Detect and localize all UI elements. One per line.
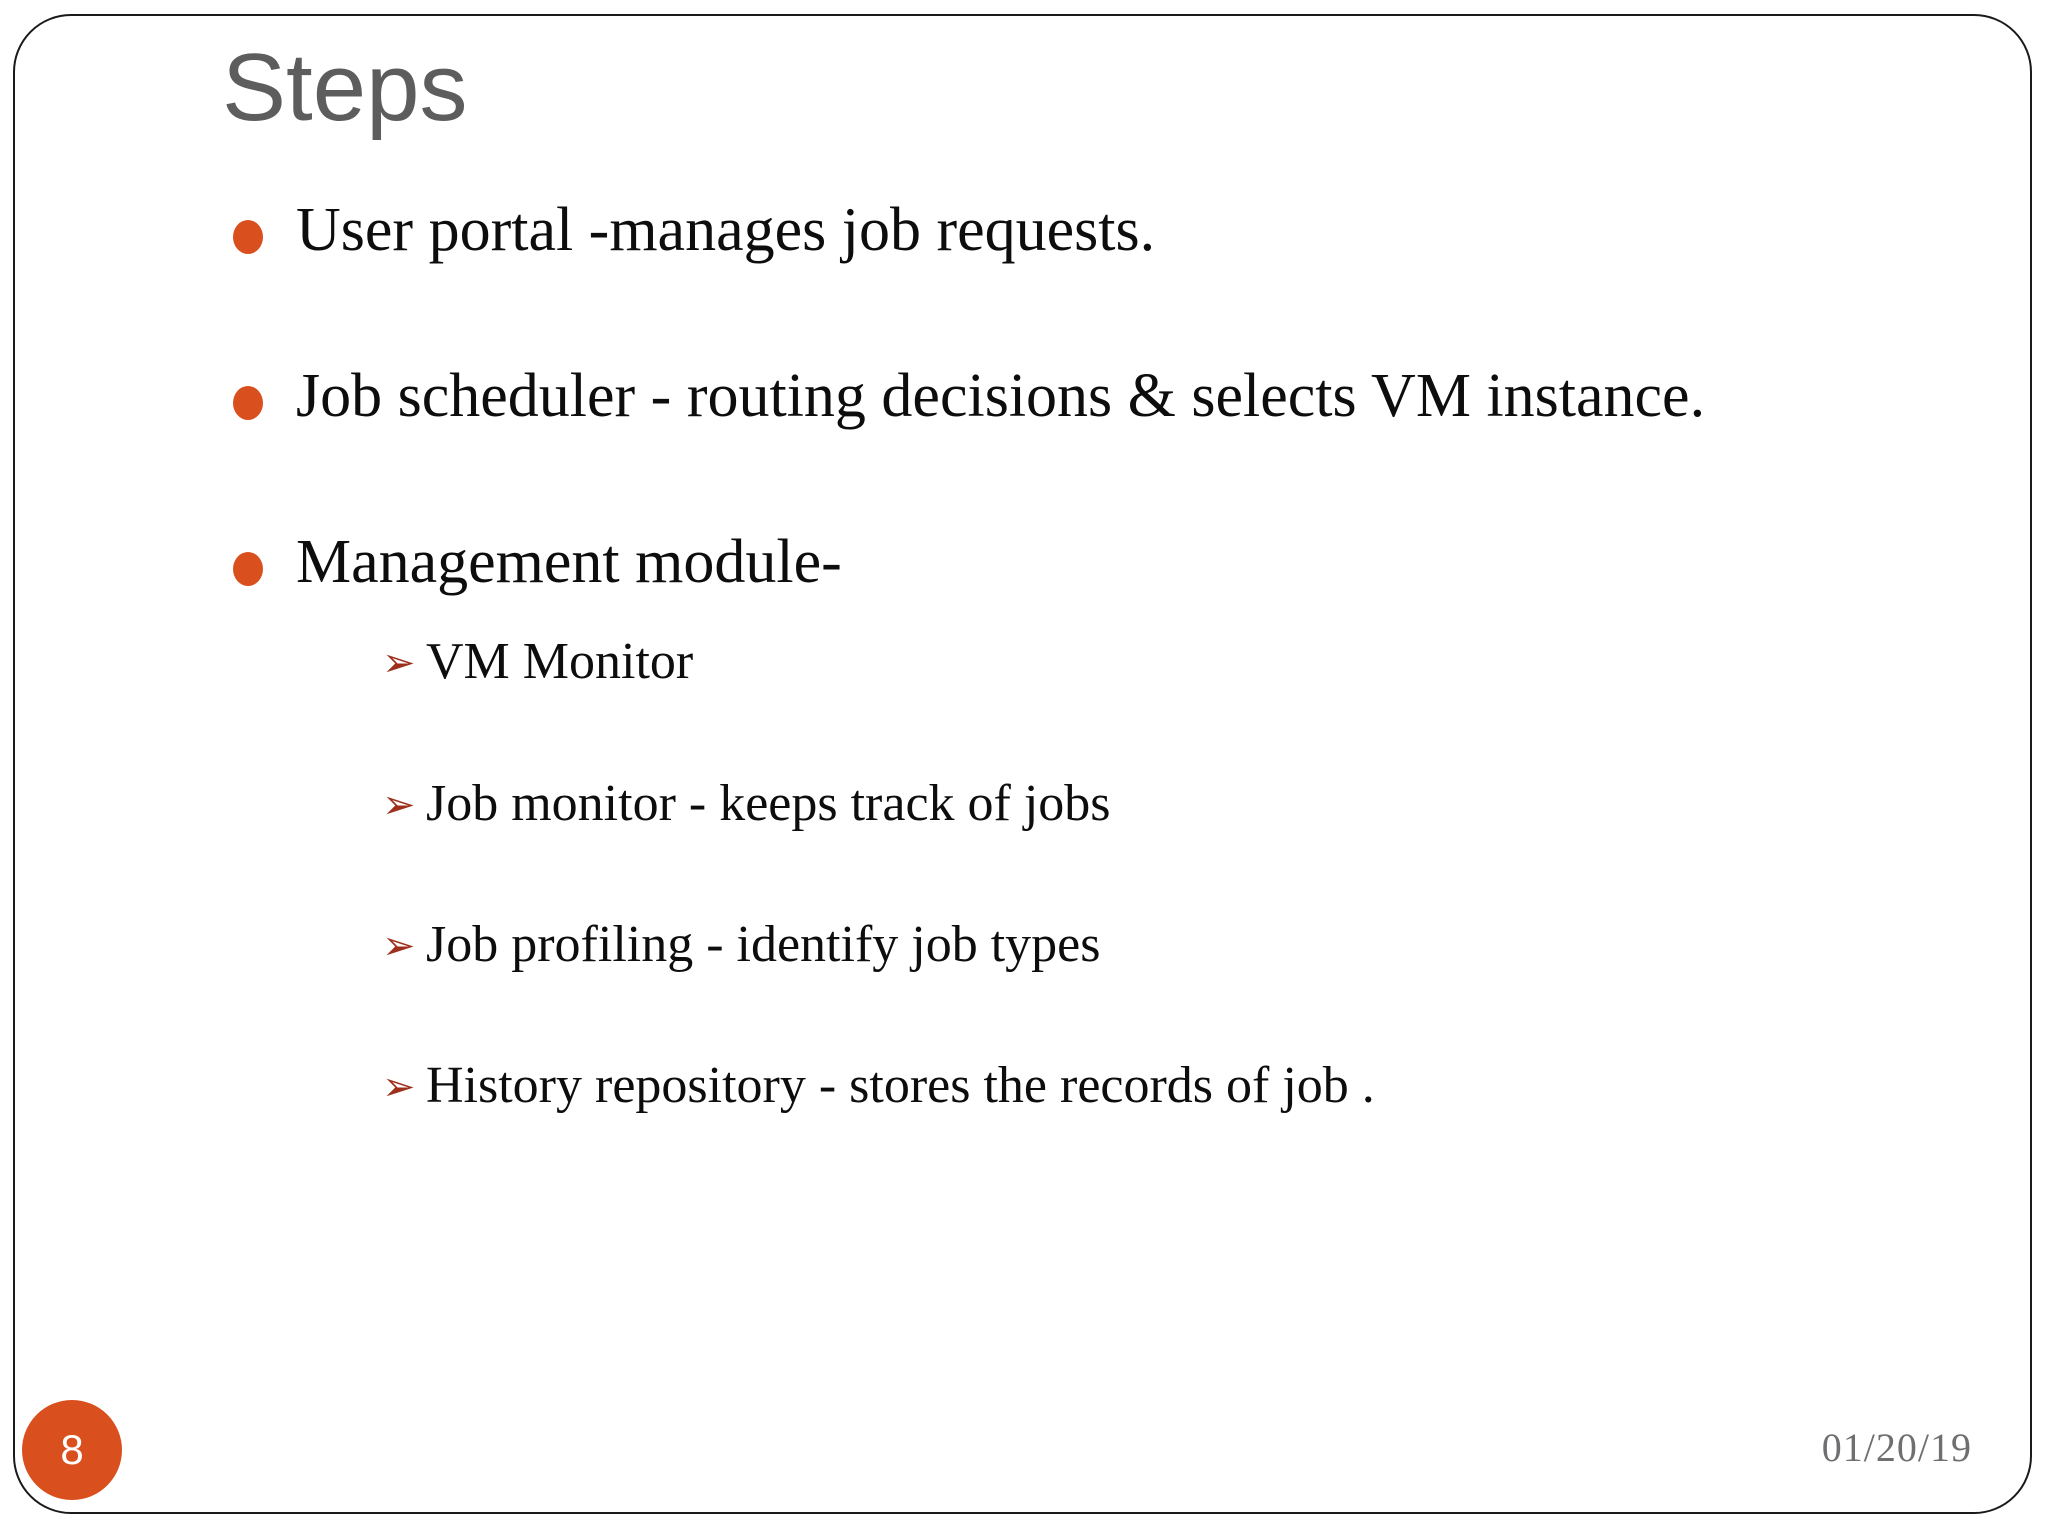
slide-number-badge: 8: [22, 1400, 122, 1500]
arrowhead-bullet-icon: ➢: [382, 640, 416, 687]
sub-bullet-text: History repository - stores the records …: [426, 1057, 1375, 1114]
bullet-text: Job scheduler - routing decisions & sele…: [296, 362, 1706, 430]
slide-date: 01/20/19: [1821, 1425, 1972, 1470]
arrowhead-bullet-icon: ➢: [382, 922, 416, 969]
list-item: User portal -manages job requests.: [228, 196, 1988, 266]
filled-circle-bullet-icon: [233, 552, 263, 586]
bullet-text: User portal -manages job requests.: [296, 196, 1156, 264]
slide-body: User portal -manages job requests. Job s…: [228, 196, 1988, 1114]
sub-bullet-list: ➢ VM Monitor ➢ Job monitor - keeps track…: [296, 633, 1988, 1114]
slide-number-text: 8: [60, 1426, 84, 1473]
sub-bullet-text: Job monitor - keeps track of jobs: [426, 774, 1111, 832]
filled-circle-bullet-icon: [233, 386, 263, 420]
list-item: ➢ Job monitor - keeps track of jobs: [382, 775, 1988, 832]
arrowhead-bullet-icon: ➢: [382, 1064, 416, 1110]
list-item: ➢ VM Monitor: [382, 633, 1988, 690]
list-item: Management module- ➢ VM Monitor ➢ Job mo…: [228, 528, 1988, 1114]
arrowhead-bullet-icon: ➢: [382, 781, 416, 828]
filled-circle-bullet-icon: [233, 220, 263, 254]
sub-bullet-text: Job profiling - identify job types: [426, 915, 1101, 973]
list-item: Job scheduler - routing decisions & sele…: [228, 362, 1988, 432]
page-title: Steps: [222, 34, 468, 141]
sub-bullet-text: VM Monitor: [426, 633, 694, 691]
bullet-text: Management module-: [296, 528, 842, 596]
list-item: ➢ History repository - stores the record…: [382, 1057, 1988, 1114]
list-item: ➢ Job profiling - identify job types: [382, 916, 1988, 973]
